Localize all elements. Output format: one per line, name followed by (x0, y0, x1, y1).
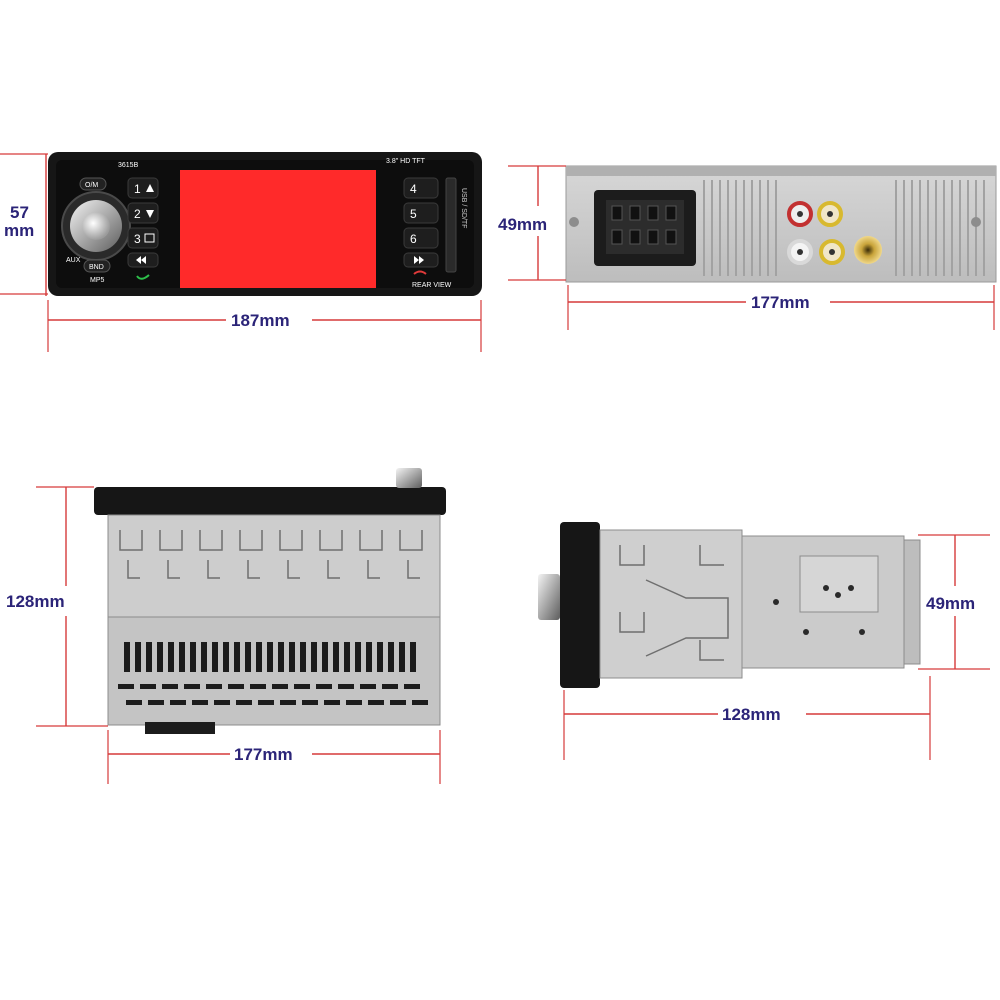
side-view (538, 522, 921, 688)
preset-button-5[interactable]: 5 (403, 202, 439, 224)
card-slot-label: USB / SD/TF (460, 188, 467, 228)
side-height-label: 49mm (926, 594, 975, 613)
mp5-label: MP5 (90, 277, 105, 284)
top-chassis-rear (107, 616, 441, 726)
prev-track-button[interactable] (127, 252, 159, 268)
front-height-unit-label: mm (4, 221, 34, 240)
side-cutouts (619, 545, 729, 661)
model-number-label: 3615B (118, 162, 139, 169)
top-depth-dimension: 128mm (6, 486, 108, 727)
top-width-label: 177mm (234, 745, 293, 764)
rear-view (565, 165, 997, 283)
screen-spec-label: 3.8" HD TFT (386, 158, 426, 165)
preset-button-2[interactable]: 2 (127, 202, 159, 224)
top-vent-slots (118, 642, 428, 705)
preset-button-6[interactable]: 6 (403, 227, 439, 249)
rear-width-label: 177mm (751, 293, 810, 312)
preset-button-3[interactable]: 3 (127, 227, 159, 249)
front-height-label: 57 (10, 203, 29, 222)
rear-heatsink-fins (703, 180, 985, 276)
volume-knob[interactable] (61, 191, 131, 261)
side-faceplate (560, 522, 600, 688)
top-cutouts (119, 530, 423, 579)
side-mount-plate (799, 555, 879, 613)
preset-button-4[interactable]: 4 (403, 177, 439, 199)
top-depth-label: 128mm (6, 592, 65, 611)
front-width-label: 187mm (231, 311, 290, 330)
iso-connector (594, 190, 696, 266)
svg-text:2: 2 (134, 207, 141, 221)
rear-height-dimension: 49mm (498, 165, 566, 281)
svg-text:4: 4 (410, 182, 417, 196)
rear-screw-icon (569, 217, 579, 227)
side-screw-holes (773, 585, 865, 635)
side-depth-dimension: 128mm (563, 676, 931, 760)
iso-pins (611, 205, 677, 245)
card-slot[interactable] (445, 177, 457, 273)
antenna-socket[interactable] (854, 236, 882, 264)
top-knob[interactable] (396, 468, 422, 488)
side-knob[interactable] (538, 574, 560, 620)
next-track-button[interactable] (403, 252, 439, 268)
rear-view-label: REAR VIEW (412, 282, 452, 289)
hangup-icon (413, 270, 427, 275)
top-view (94, 468, 446, 734)
top-width-dimension: 177mm (107, 730, 441, 784)
side-chassis-front (599, 529, 743, 679)
svg-text:3: 3 (134, 232, 141, 246)
svg-text:O/M: O/M (85, 182, 98, 189)
front-screen (180, 170, 376, 288)
side-depth-label: 128mm (722, 705, 781, 724)
svg-text:1: 1 (134, 182, 141, 196)
top-rear-connector (145, 722, 215, 734)
front-height-dimension: 57 mm (0, 153, 48, 296)
front-view: 3615B 3.8" HD TFT O/M AUX BND MP5 1 2 (48, 152, 482, 296)
rear-height-label: 49mm (498, 215, 547, 234)
band-button[interactable]: BND (83, 259, 111, 273)
top-faceplate-edge (94, 487, 446, 515)
front-width-dimension: 187mm (47, 300, 482, 352)
mode-button[interactable]: O/M (79, 177, 107, 191)
top-chassis-front (107, 514, 441, 618)
preset-button-1[interactable]: 1 (127, 177, 159, 199)
aux-port-label: AUX (66, 257, 81, 264)
rear-width-dimension: 177mm (567, 285, 995, 330)
phone-icon (136, 274, 150, 280)
side-height-dimension: 49mm (918, 534, 990, 670)
svg-text:6: 6 (410, 232, 417, 246)
svg-text:5: 5 (410, 207, 417, 221)
svg-text:BND: BND (89, 264, 104, 271)
